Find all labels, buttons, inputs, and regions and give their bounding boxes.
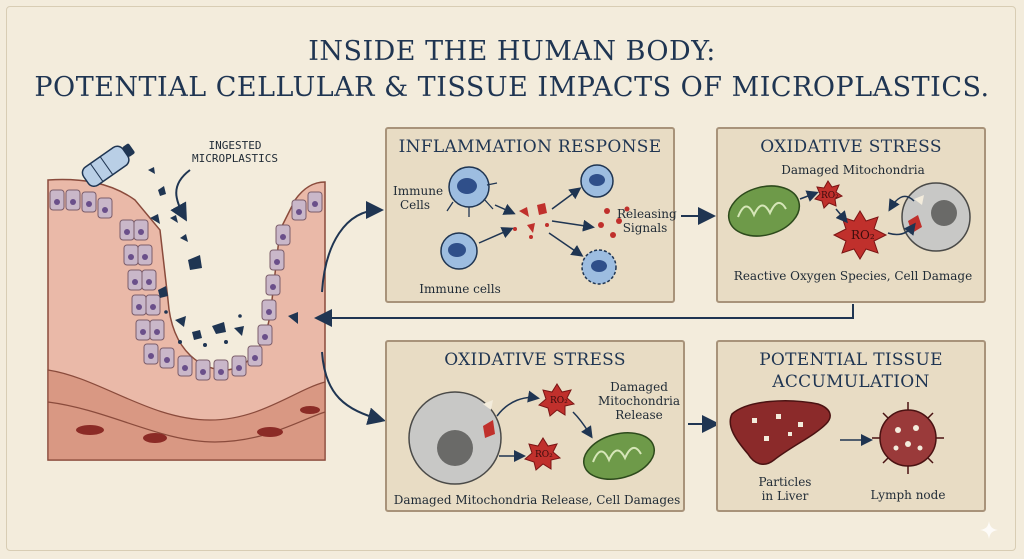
accumulation-illustration [729, 400, 944, 474]
liver-line-2: in Liver [761, 489, 809, 503]
tissue-to-inflammation-arrow [321, 201, 384, 293]
blood-vessel [76, 425, 104, 435]
damaged-mito-label: Damaged Mitochondria [781, 163, 925, 177]
immune-cells-top-line-2: Cells [399, 198, 431, 212]
blood-vessel [300, 406, 320, 414]
ros-burst-top-icon [538, 383, 576, 417]
ingested-label-line-2: MICROPLASTICS [191, 152, 279, 165]
oxidative-bottom-illustration [408, 383, 655, 485]
releasing-line-1: Releasing [617, 207, 677, 221]
liver-line-1: Particles [758, 475, 812, 489]
sparkle-icon [980, 521, 998, 539]
tissue-accumulation-panel: POTENTIAL TISSUE ACCUMULATION [716, 340, 986, 512]
lymph-node-icon [872, 402, 944, 474]
damaged-cell-icon [408, 391, 502, 485]
page-title-line-2: POTENTIAL CELLULAR & TISSUE IMPACTS OF M… [34, 72, 990, 103]
ingested-microplastics-label: INGESTED MICROPLASTICS [175, 139, 295, 165]
ro2-small-label: RO₂ [821, 191, 839, 201]
damaged-cell-icon [901, 182, 971, 252]
ingested-label-line-1: INGESTED [208, 139, 262, 152]
inflammation-title: INFLAMMATION RESPONSE [398, 137, 662, 157]
tissue-to-oxidative-arrow [321, 351, 386, 426]
ros-labels-top: RO₂ RO₂ [821, 191, 875, 242]
inflammation-panel: INFLAMMATION RESPONSE [385, 127, 677, 303]
mitochondria-icon [727, 185, 801, 237]
accumulation-title-line-1: POTENTIAL TISSUE [759, 350, 943, 370]
ro2-top-label: RO₂ [550, 396, 568, 406]
oxidative-top-caption: Reactive Oxygen Species, Cell Damage [733, 269, 973, 283]
oxidative-bottom-title: OXIDATIVE STRESS [444, 350, 626, 370]
liver-label: Particles in Liver [750, 475, 820, 503]
microplastic-particles [513, 203, 549, 239]
activated-immune-cell-icon [580, 164, 614, 198]
releasing-line-2: Signals [622, 221, 668, 235]
immune-cells-top-label: Immune Cells [393, 184, 444, 212]
oxidative-top-illustration [727, 180, 971, 260]
blood-vessel [143, 433, 167, 443]
lymph-node-label: Lymph node [870, 488, 946, 502]
oxidative-stress-top-panel: OXIDATIVE STRESS Damaged Mitochondria [716, 127, 986, 303]
intestinal-tissue-illustration [47, 167, 326, 461]
damaged-mito-release-label: Damaged Mitochondria Release [597, 380, 681, 422]
oxidative-stress-bottom-panel: OXIDATIVE STRESS RO₂ RO [385, 340, 685, 512]
activated-immune-cell-icon [581, 249, 617, 285]
accumulation-title-line-2: ACCUMULATION [772, 372, 930, 392]
mitochondria-icon [583, 432, 655, 480]
ros-burst-small-icon [814, 180, 844, 209]
feedback-arrow [314, 304, 854, 327]
damaged-line-3: Release [615, 408, 663, 422]
releasing-signals-label: Releasing Signals [617, 207, 677, 235]
bottle-to-tissue-arrow [170, 169, 191, 222]
immune-cell-icon [440, 232, 478, 270]
oxidative-bottom-caption: Damaged Mitochondria Release, Cell Damag… [393, 493, 681, 507]
inflammation-illustration [440, 164, 630, 285]
plastic-bottle-icon [81, 143, 135, 188]
ros-labels-bottom: RO₂ RO₂ [535, 396, 568, 460]
immune-cells-bottom-label: Immune cells [419, 282, 501, 296]
immune-cell-icon [446, 166, 498, 217]
blood-vessel [257, 427, 283, 437]
damaged-line-1: Damaged [610, 380, 668, 394]
ro2-bottom-label: RO₂ [535, 450, 553, 460]
damaged-line-2: Mitochondria [598, 394, 680, 408]
ro2-large-label: RO₂ [851, 228, 875, 242]
page-frame [6, 6, 1016, 551]
page-title-line-1: INSIDE THE HUMAN BODY: [308, 36, 716, 67]
oxidative-top-title: OXIDATIVE STRESS [760, 137, 942, 157]
immune-cells-top-line-1: Immune [393, 184, 444, 198]
ros-burst-bottom-icon [524, 437, 562, 471]
liver-icon [729, 400, 831, 465]
signal-dots [598, 206, 630, 238]
